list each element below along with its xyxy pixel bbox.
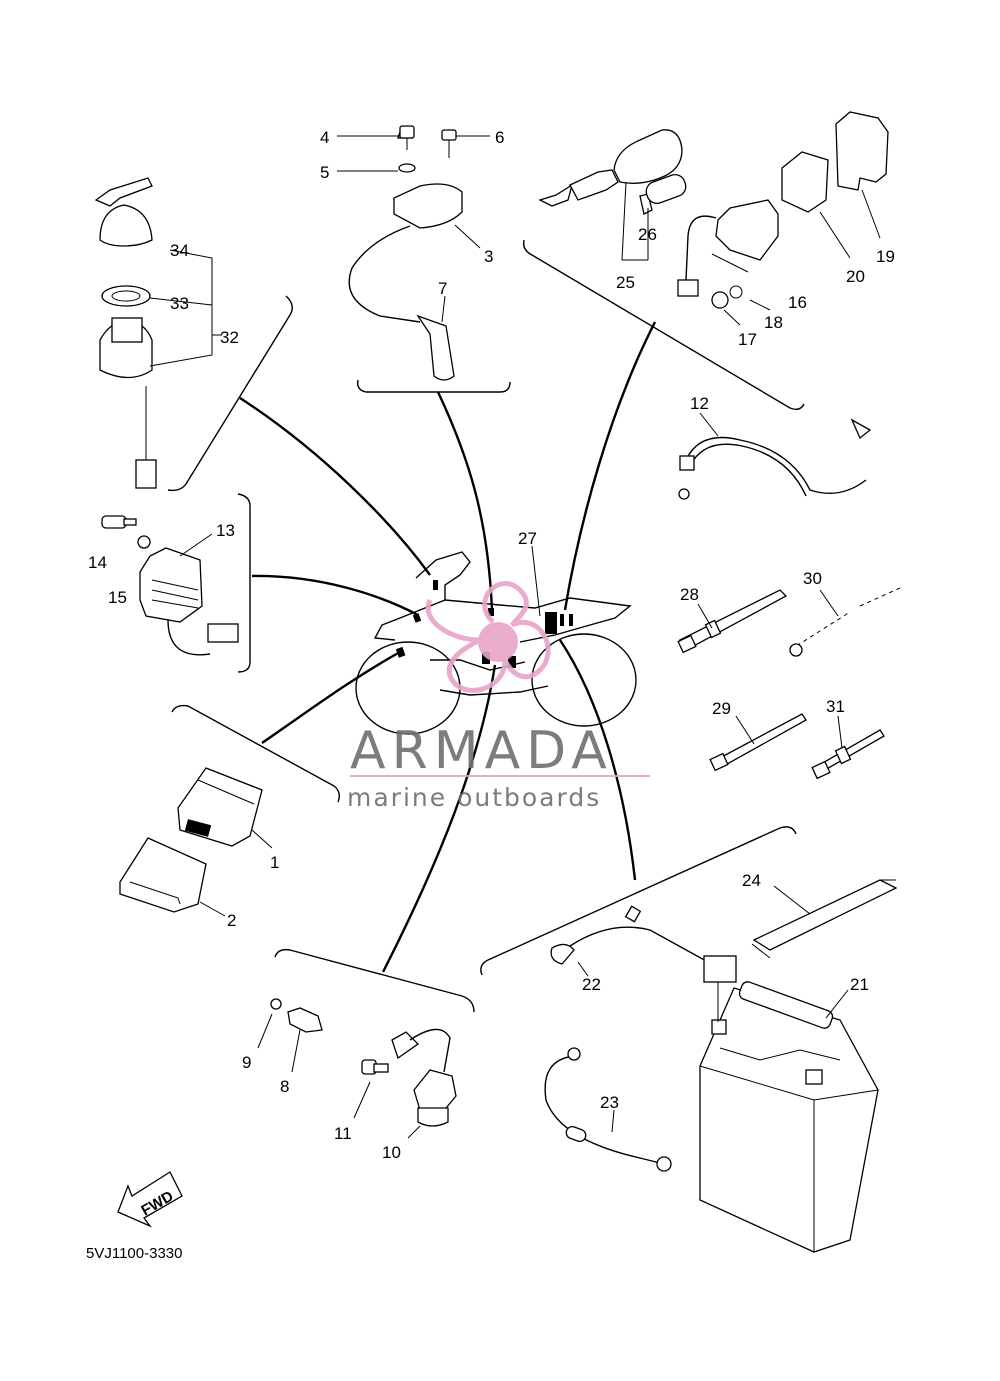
cdi-unit: [119, 767, 273, 917]
callout-23: 23: [600, 1093, 619, 1112]
callout-numbers: 1 2 3 4 5 6 7 8 9 10 11 12 13 14 15 16 1…: [88, 128, 895, 1162]
main-switch-assembly: [94, 177, 222, 489]
starter-relay-assembly: [538, 111, 889, 326]
leader-wires: [239, 321, 657, 973]
callout-8: 8: [280, 1077, 289, 1096]
callout-17: 17: [738, 330, 757, 349]
callout-33: 33: [170, 294, 189, 313]
callout-20: 20: [846, 267, 865, 286]
callout-3: 3: [484, 247, 493, 266]
callout-30: 30: [803, 569, 822, 588]
watermark-tagline: marine outboards: [347, 783, 601, 812]
callout-4: 4: [320, 128, 329, 147]
callout-16: 16: [788, 293, 807, 312]
armada-watermark: ARMADA marine outboards: [347, 581, 650, 812]
lead-wire: [678, 412, 872, 500]
callout-29: 29: [712, 699, 731, 718]
callout-7: 7: [438, 279, 447, 298]
callout-28: 28: [680, 585, 699, 604]
watermark-brand: ARMADA: [350, 721, 613, 781]
callout-19: 19: [876, 247, 895, 266]
callout-11: 11: [334, 1124, 352, 1143]
callout-10: 10: [382, 1143, 401, 1162]
cable-ties-and-clamps: [531, 545, 901, 780]
callout-24: 24: [742, 871, 761, 890]
group-brackets: [167, 239, 805, 1013]
rectifier-regulator: [101, 515, 239, 656]
callout-31: 31: [826, 697, 845, 716]
callout-1: 1: [270, 853, 279, 872]
callout-22: 22: [582, 975, 601, 994]
propeller-logo: [425, 581, 551, 693]
callout-32: 32: [220, 328, 239, 347]
callout-14: 14: [88, 553, 107, 572]
callout-21: 21: [850, 975, 869, 994]
callout-34: 34: [170, 241, 189, 260]
neutral-and-stop-switch: [257, 998, 457, 1139]
callout-26: 26: [638, 225, 657, 244]
callout-15: 15: [108, 588, 127, 607]
callout-13: 13: [216, 521, 235, 540]
callout-9: 9: [242, 1053, 251, 1072]
forward-direction-arrow: FWD: [117, 1171, 183, 1228]
callout-27: 27: [518, 529, 537, 548]
callout-6: 6: [495, 128, 504, 147]
callout-2: 2: [227, 911, 236, 930]
callout-12: 12: [690, 394, 709, 413]
callout-5: 5: [320, 163, 329, 182]
ignition-coil-assembly: [337, 125, 490, 381]
drawing-code: 5VJ1100-3330: [86, 1245, 182, 1262]
callout-18: 18: [764, 313, 783, 332]
callout-25: 25: [616, 273, 635, 292]
battery-assembly: [544, 879, 898, 1253]
